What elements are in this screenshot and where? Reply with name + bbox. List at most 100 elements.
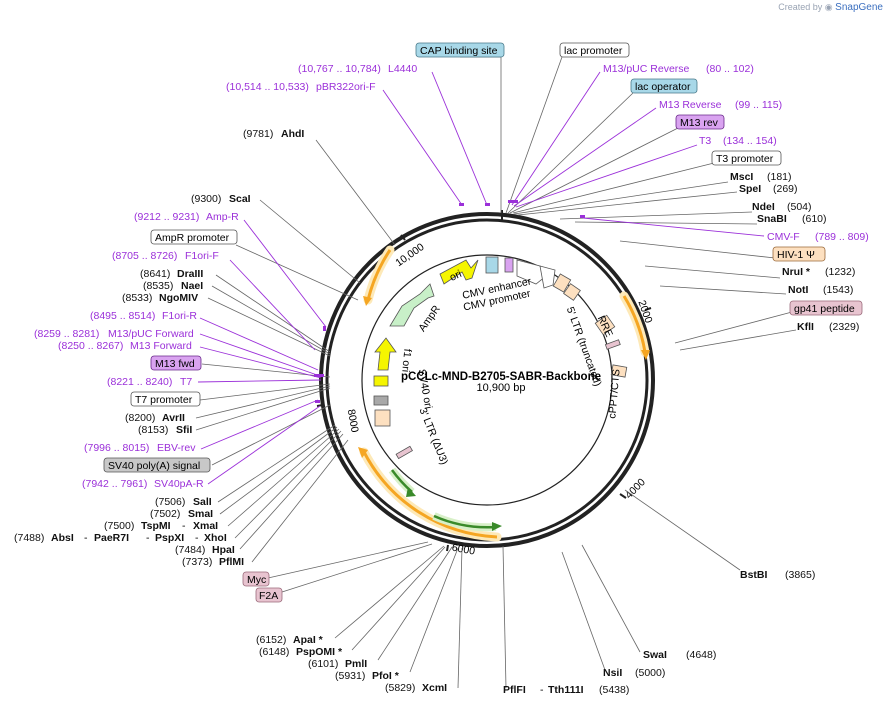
ampr-promoter-label[interactable]: AmpR promoter (150, 229, 238, 245)
primer-m13puc-f-name[interactable]: M13/pUC Forward (108, 328, 194, 340)
leader-pfoI (409, 547, 459, 673)
gp41-text: gp41 peptide (794, 303, 855, 315)
leader-abs (234, 430, 342, 539)
enzyme-bstBI[interactable]: BstBI (740, 569, 768, 581)
lac-operator-box (630, 78, 698, 94)
primer-cmvf-range: (789 .. 809) (815, 231, 869, 243)
leader-lines (195, 56, 797, 689)
orf-arc-bottom-head (358, 447, 368, 458)
enzyme-ndeI[interactable]: NdeI (752, 201, 775, 213)
t3-promoter-label[interactable]: T3 promoter (711, 150, 782, 166)
enzyme-naeI[interactable]: NaeI (181, 280, 203, 292)
enzyme-speI[interactable]: SpeI (739, 183, 761, 195)
cap-binding-site-label[interactable]: CAP binding site (415, 42, 505, 58)
t7-promoter-label[interactable]: T7 promoter (130, 391, 201, 407)
enzyme-paeR7I[interactable]: PaeR7I (94, 532, 129, 544)
primer-ampr-name[interactable]: Amp-R (206, 211, 239, 223)
enzyme-ahdI-pos: (9781) (243, 128, 273, 140)
primer-leaders (197, 71, 765, 485)
enzyme-ahdI[interactable]: AhdI (281, 128, 304, 140)
enzyme-scaI-pos: (9300) (191, 193, 221, 205)
enzyme-swaI[interactable]: SwaI (643, 649, 667, 661)
enzyme-kflI-pos: (2329) (829, 321, 859, 333)
enzyme-avrII[interactable]: AvrII (162, 412, 185, 424)
enzyme-sfiI[interactable]: SfiI (176, 424, 192, 436)
m13-rev-box (675, 114, 725, 130)
m13-fwd-label[interactable]: M13 fwd (150, 355, 202, 371)
primer-t3-name[interactable]: T3 (699, 135, 711, 147)
enzyme-kflI[interactable]: KflI (797, 321, 814, 333)
enzyme-pflFI[interactable]: PflFI (503, 684, 526, 696)
enzyme-bstBI-pos: (3865) (785, 569, 815, 581)
lac-promoter-label[interactable]: lac promoter (559, 42, 630, 58)
primer-ebv-name[interactable]: EBV-rev (157, 442, 196, 454)
primer-m13puc-f-range: (8259 .. 8281) (34, 328, 99, 340)
primer-cmvf-name[interactable]: CMV-F (767, 231, 800, 243)
leader-myc (267, 541, 429, 579)
primer-f1f-range: (8705 .. 8726) (112, 250, 177, 262)
primer-pbr-name[interactable]: pBR322ori-F (316, 81, 376, 93)
enzyme-pspOMI[interactable]: PspOMI * (296, 646, 343, 658)
enzyme-xcmI[interactable]: XcmI (422, 682, 447, 694)
enzyme-xmaI[interactable]: XmaI (193, 520, 218, 532)
gp41-label[interactable]: gp41 peptide (789, 300, 863, 316)
enzyme-smaI[interactable]: SmaI (188, 508, 213, 520)
primer-marks (314, 200, 585, 403)
primer-m13-rev-name[interactable]: M13 Reverse (659, 99, 722, 111)
primer-m13puc-rev-name[interactable]: M13/pUC Reverse (603, 63, 690, 75)
primer-m13f-name[interactable]: M13 Forward (130, 340, 192, 352)
leader-kflI (679, 329, 797, 351)
leader-t3promoter (512, 162, 715, 214)
orf-arc-left (366, 249, 392, 301)
primer-f1r-name[interactable]: F1ori-R (162, 310, 197, 322)
primer-f1f-name[interactable]: F1ori-F (185, 250, 219, 262)
enzyme-tspMI[interactable]: TspMI (141, 520, 171, 532)
tick-2000 (644, 307, 652, 311)
enzyme-ngoMIV[interactable]: NgoMIV (159, 292, 198, 304)
ampr-arrow (389, 283, 435, 327)
primer-leader-pbr (382, 89, 463, 206)
enzyme-xhoI[interactable]: XhoI (204, 532, 227, 544)
primer-sv40pa-r-range: (7942 .. 7961) (82, 478, 147, 490)
tick-6000 (446, 544, 449, 552)
enzyme-mscI[interactable]: MscI (730, 171, 753, 183)
enzyme-nsiI-pos: (5000) (635, 667, 665, 679)
primer-l4440-name[interactable]: L4440 (388, 63, 417, 75)
enzyme-apaI[interactable]: ApaI * (293, 634, 324, 646)
f2a-text: F2A (259, 590, 278, 602)
enzyme-pspXI[interactable]: PspXI (155, 532, 184, 544)
enzyme-nruI[interactable]: NruI * (782, 266, 811, 278)
myc-label[interactable]: Myc (242, 571, 270, 587)
enzyme-sep-4: - (195, 532, 199, 544)
primer-t7-name[interactable]: T7 (180, 376, 192, 388)
m13-rev-label[interactable]: M13 rev (675, 114, 725, 130)
sv40-ori-box (373, 375, 389, 387)
hiv-psi-box (563, 283, 581, 301)
primer-sv40pa-r-name[interactable]: SV40pA-R (154, 478, 204, 490)
ltr3-box (395, 445, 413, 460)
enzyme-pfoI-pos: (5931) (335, 670, 365, 682)
enzyme-pfoI[interactable]: PfoI * (372, 670, 400, 682)
enzyme-hpaI[interactable]: HpaI (212, 544, 235, 556)
f2a-label[interactable]: F2A (255, 587, 283, 603)
leader-mscI (513, 181, 729, 215)
leader-amppromoter (235, 244, 359, 301)
ori-label: ori (448, 268, 464, 284)
enzyme-sep-3: - (146, 532, 150, 544)
enzyme-tth111I[interactable]: Tth111I (548, 684, 584, 696)
enzyme-nsiI[interactable]: NsiI (603, 667, 622, 679)
enzyme-speI-pos: (269) (773, 183, 798, 195)
hiv-psi-label[interactable]: HIV-1 Ψ (772, 246, 826, 262)
enzyme-pmlI[interactable]: PmlI (345, 658, 367, 670)
sv40-polya-label[interactable]: SV40 poly(A) signal (103, 457, 211, 473)
enzyme-salI[interactable]: SalI (193, 496, 212, 508)
enzyme-notI[interactable]: NotI (788, 284, 808, 296)
enzyme-scaI[interactable]: ScaI (229, 193, 251, 205)
lac-operator-label[interactable]: lac operator (630, 78, 698, 94)
sv40-polya-box (103, 457, 211, 473)
enzyme-draIII[interactable]: DraIII (177, 268, 203, 280)
tick-marks: 2000 4000 6000 8000 10,000 (316, 234, 655, 558)
enzyme-absI[interactable]: AbsI (51, 532, 74, 544)
enzyme-pflMI[interactable]: PflMI (219, 556, 244, 568)
enzyme-snaBI[interactable]: SnaBI (757, 213, 787, 225)
